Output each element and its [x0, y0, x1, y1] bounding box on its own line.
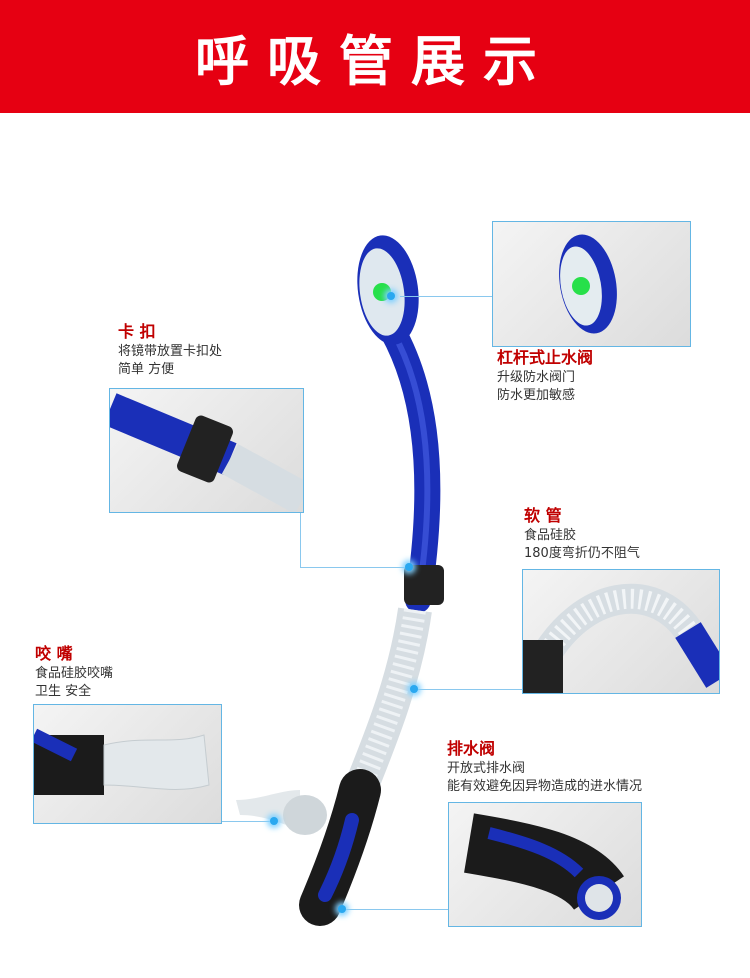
connector-line-tube [415, 689, 522, 690]
valve-detail-illustration [559, 234, 617, 334]
tube-detail-image [522, 569, 720, 694]
connector-line-mouth [220, 821, 275, 822]
drain-valve-title: 排水阀 [447, 739, 496, 758]
tube-callout: 软 管 食品硅胶 180度弯折仍不阻气 [524, 505, 640, 563]
mouthpiece-line2: 卫生 安全 [35, 684, 92, 699]
drain-valve-detail-illustration [464, 813, 624, 920]
tube-line2: 180度弯折仍不阻气 [524, 546, 640, 561]
drain-valve-callout: 排水阀 开放式排水阀 能有效避免因异物造成的进水情况 [447, 738, 642, 796]
clip-line1: 将镜带放置卡扣处 [118, 344, 223, 359]
connector-line-clip-h [300, 567, 408, 568]
highlight-dot-mouth [270, 817, 278, 825]
page-title: 呼吸管展示 [195, 30, 555, 93]
tube-detail-illustration [523, 583, 719, 693]
drain-valve-line1: 开放式排水阀 [447, 761, 526, 776]
mouthpiece-callout: 咬 嘴 食品硅胶咬嘴 卫生 安全 [35, 643, 113, 701]
highlight-dot-valve [387, 292, 395, 300]
connector-line-drain [343, 909, 448, 910]
connector-line-clip-v [300, 512, 301, 568]
tube-line1: 食品硅胶 [524, 528, 577, 543]
mouthpiece-title: 咬 嘴 [35, 644, 73, 663]
connector-line-valve [400, 296, 492, 297]
valve-callout: 杠杆式止水阀 升级防水阀门 防水更加敏感 [497, 347, 593, 405]
clip-title: 卡 扣 [118, 322, 156, 341]
header-banner: 呼吸管展示 [0, 0, 750, 113]
corrugated-tube [344, 607, 432, 797]
highlight-dot-drain [338, 905, 346, 913]
clip-detail-illustration [110, 393, 303, 512]
highlight-dot-clip [405, 563, 413, 571]
clip-detail-image [109, 388, 304, 513]
mouthpiece-line1: 食品硅胶咬嘴 [35, 666, 114, 681]
drain-valve-detail-image [448, 802, 642, 927]
clip-line2: 简单 方便 [118, 362, 175, 377]
clip-part [404, 565, 444, 605]
mouthpiece-detail-image [33, 704, 222, 824]
mouthpiece-detail-illustration [34, 728, 210, 795]
clip-callout: 卡 扣 将镜带放置卡扣处 简单 方便 [118, 321, 222, 379]
valve-line2: 防水更加敏感 [497, 388, 576, 403]
drain-valve-line2: 能有效避免因异物造成的进水情况 [447, 779, 643, 794]
valve-detail-image [492, 221, 691, 347]
valve-title: 杠杆式止水阀 [497, 348, 594, 367]
tube-title: 软 管 [524, 506, 562, 525]
highlight-dot-tube [410, 685, 418, 693]
valve-line1: 升级防水阀门 [497, 370, 576, 385]
